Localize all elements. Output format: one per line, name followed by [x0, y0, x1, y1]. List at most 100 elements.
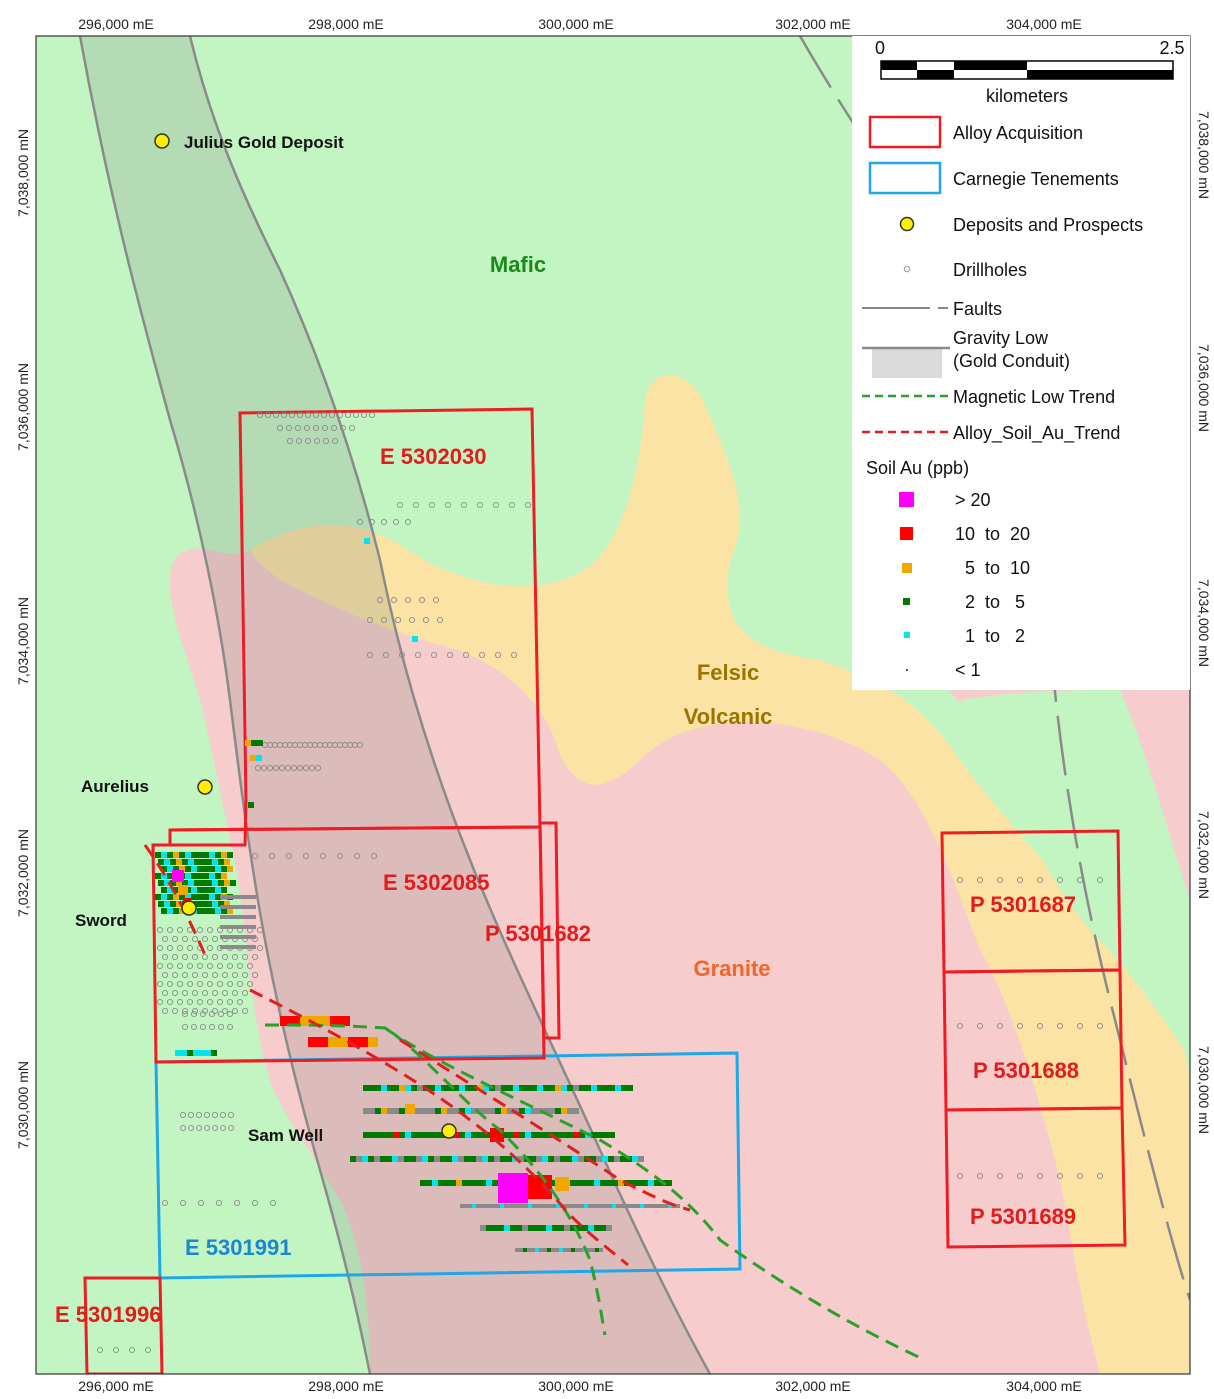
alloy-tenement-e5301996[interactable]	[83, 1276, 164, 1374]
soil-sample	[158, 859, 164, 865]
soil-sample	[209, 866, 215, 872]
soil-sample	[561, 1085, 567, 1091]
sword-prospect-marker[interactable]	[181, 900, 197, 916]
drillhole-collar	[356, 741, 364, 749]
soil-sample	[417, 1108, 423, 1114]
soil-sample	[547, 1248, 551, 1252]
drillhole-collar	[303, 424, 311, 432]
drillhole-collar	[196, 980, 204, 988]
drillhole-collar	[144, 1346, 152, 1354]
drillhole-collar	[176, 926, 184, 934]
drillhole-collar	[211, 971, 219, 979]
alloy-tenement-p5301682[interactable]	[538, 821, 561, 1040]
drillhole-collar	[370, 852, 378, 860]
legend-soil-gt20-swatch	[899, 492, 914, 507]
drillhole-collar	[976, 876, 984, 884]
soil-sample	[464, 1204, 468, 1208]
soil-sample	[501, 1085, 507, 1091]
drillhole-collar	[380, 518, 388, 526]
soil-sample	[654, 1180, 660, 1186]
drillhole-collar	[199, 1023, 207, 1031]
drillhole-collar	[296, 764, 304, 772]
granite-unit-label: Granite	[693, 956, 770, 981]
legend-alloy-swatch	[868, 115, 942, 149]
soil-sample	[477, 1132, 483, 1138]
drillhole-collar	[221, 971, 229, 979]
soil-sample	[494, 1156, 500, 1162]
soil-sample	[320, 1016, 330, 1026]
drillhole-collar	[956, 1172, 964, 1180]
soil-sample	[489, 1108, 495, 1114]
drillhole-collar	[216, 962, 224, 970]
soil-sample	[209, 908, 215, 914]
soil-sample	[232, 895, 236, 899]
soil-sample	[495, 1085, 501, 1091]
drillhole-collar	[216, 980, 224, 988]
soil-sample	[248, 935, 252, 939]
drillhole-collar	[179, 1111, 187, 1119]
soil-sample	[212, 901, 218, 907]
drillhole-collar	[1036, 1172, 1044, 1180]
soil-sample	[197, 894, 203, 900]
soil-sample	[363, 1108, 369, 1114]
grid-left-1: 7,036,000 mN	[15, 363, 31, 451]
soil-sample	[248, 895, 252, 899]
drillhole-collar	[211, 953, 219, 961]
drillhole-collar	[161, 953, 169, 961]
drillhole-collar	[206, 926, 214, 934]
drillhole-collar	[269, 1199, 277, 1207]
drillhole-collar	[256, 926, 264, 934]
soil-sample	[603, 1085, 609, 1091]
soil-sample	[224, 945, 228, 949]
drillhole-collar	[476, 501, 484, 509]
drillhole-collar	[208, 1010, 216, 1018]
soil-sample	[552, 1204, 556, 1208]
soil-sample	[676, 1204, 680, 1208]
drillhole-collar	[380, 616, 388, 624]
soil-sample	[512, 1204, 516, 1208]
soil-sample	[167, 887, 173, 893]
soil-sample	[340, 1016, 350, 1026]
soil-sample	[224, 859, 230, 865]
soil-sample	[228, 905, 232, 909]
drillhole-collar	[492, 501, 500, 509]
alloy-tenement-p5301689[interactable]	[944, 1106, 1127, 1249]
soil-sample	[496, 1204, 500, 1208]
soil-sample	[215, 852, 221, 858]
aurelius-prospect-marker[interactable]	[197, 779, 213, 795]
grid-left-3: 7,032,000 mN	[15, 829, 31, 917]
soil-sample	[236, 925, 240, 929]
soil-sample	[537, 1132, 543, 1138]
drillhole-collar	[196, 962, 204, 970]
label-e5302085: E 5302085	[383, 870, 489, 895]
drillhole-collar	[241, 953, 249, 961]
soil-sample	[364, 538, 370, 544]
soil-sample	[252, 895, 256, 899]
soil-sample	[393, 1085, 399, 1091]
soil-sample	[480, 1225, 486, 1231]
drillhole-collar	[226, 998, 234, 1006]
drillhole-collar	[1036, 1022, 1044, 1030]
fault-line-central	[188, 36, 712, 1374]
drillhole-collar	[1036, 876, 1044, 884]
soil-sample	[532, 1204, 536, 1208]
soil-sample	[587, 1248, 591, 1252]
soil-sample	[543, 1085, 549, 1091]
sam-well-prospect-marker[interactable]	[441, 1123, 457, 1139]
soil-sample	[405, 1132, 411, 1138]
drillhole-collar	[976, 1172, 984, 1180]
drillhole-collar	[412, 501, 420, 509]
drillhole-collar	[446, 651, 454, 659]
soil-sample	[520, 1204, 524, 1208]
drillhole-collar	[1076, 1172, 1084, 1180]
soil-sample	[636, 1180, 642, 1186]
drillhole-collar	[368, 411, 376, 419]
soil-sample	[185, 852, 191, 858]
soil-sample	[606, 1180, 612, 1186]
drillhole-collar	[1096, 876, 1104, 884]
julius-deposit-marker[interactable]	[154, 133, 170, 149]
soil-sample	[492, 1180, 498, 1186]
soil-sample	[420, 1180, 426, 1186]
soil-sample	[381, 1108, 387, 1114]
drillhole-collar	[246, 980, 254, 988]
